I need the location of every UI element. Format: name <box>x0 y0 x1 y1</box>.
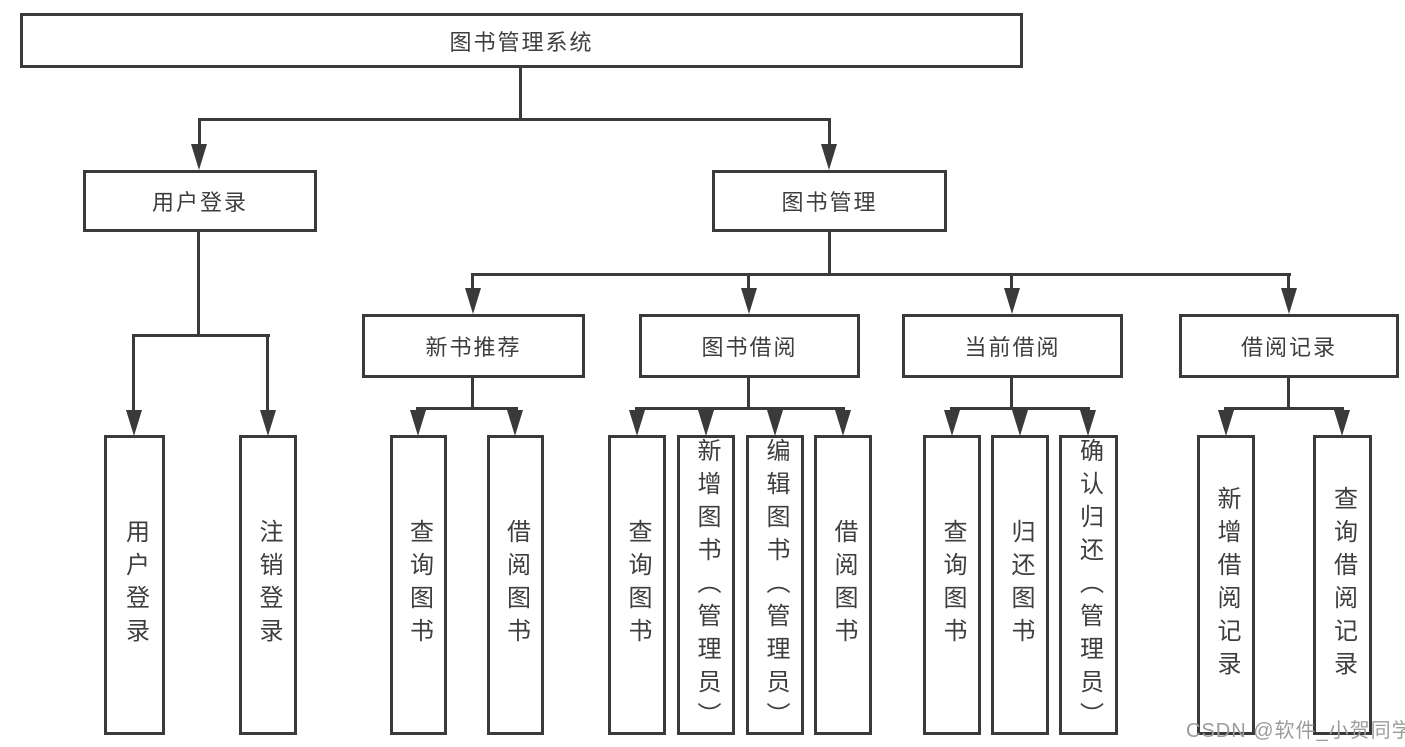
leaf-edit-books-admin: 编辑图书（管理员） <box>746 435 804 735</box>
leaf-query-books-borrow: 查询图书 <box>608 435 666 735</box>
arrow-down-icon <box>629 410 645 436</box>
node-library-management-system: 图书管理系统 <box>20 13 1023 68</box>
arrow-down-icon <box>507 410 523 436</box>
connector-line <box>635 407 845 410</box>
leaf-borrow-books: 借阅图书 <box>814 435 872 735</box>
node-label: 借阅记录 <box>1240 335 1337 360</box>
arrow-down-icon <box>1004 288 1020 314</box>
connector-line <box>471 377 474 409</box>
node-label: 图书管理系统 <box>449 29 594 55</box>
connector-line <box>1287 377 1290 409</box>
leaf-user-login: 用户登录 <box>104 435 165 735</box>
arrow-down-icon <box>410 410 426 436</box>
arrow-down-icon <box>126 410 142 436</box>
connector-line <box>416 407 518 410</box>
connector-line <box>519 66 522 120</box>
connector-line <box>132 334 270 337</box>
arrow-down-icon <box>465 288 481 314</box>
leaf-add-borrow-record: 新增借阅记录 <box>1197 435 1255 735</box>
connector-line <box>266 334 269 412</box>
node-borrow-records: 借阅记录 <box>1179 314 1399 378</box>
node-label: 图书借阅 <box>701 335 798 360</box>
leaf-query-books-current: 查询图书 <box>923 435 981 735</box>
arrow-down-icon <box>767 410 783 436</box>
connector-line <box>198 118 831 121</box>
connector-line <box>828 232 831 275</box>
leaf-borrow-books-recommend: 借阅图书 <box>487 435 544 735</box>
connector-line <box>1010 377 1013 409</box>
connector-line <box>828 118 831 148</box>
arrow-down-icon <box>1334 410 1350 436</box>
node-label: 新书推荐 <box>425 335 522 360</box>
arrow-down-icon <box>835 410 851 436</box>
connector-line <box>1287 273 1290 293</box>
connector-line <box>198 118 201 148</box>
arrow-down-icon <box>260 410 276 436</box>
node-book-management: 图书管理 <box>712 170 947 232</box>
connector-line <box>747 377 750 409</box>
arrow-down-icon <box>191 144 207 170</box>
connector-line <box>471 273 1291 276</box>
leaf-query-books-recommend: 查询图书 <box>390 435 447 735</box>
node-user-login: 用户登录 <box>83 170 317 232</box>
node-label: 用户登录 <box>151 190 248 215</box>
csdn-watermark: CSDN @软件_小贺同学 <box>1186 720 1405 742</box>
node-label: 当前借阅 <box>964 335 1061 360</box>
leaf-logout: 注销登录 <box>239 435 297 735</box>
arrow-down-icon <box>821 144 837 170</box>
arrow-down-icon <box>1218 410 1234 436</box>
leaf-return-books: 归还图书 <box>991 435 1049 735</box>
connector-line <box>471 273 474 293</box>
leaf-query-borrow-record: 查询借阅记录 <box>1313 435 1372 735</box>
node-label: 图书管理 <box>781 190 878 215</box>
node-current-borrow: 当前借阅 <box>902 314 1123 378</box>
arrow-down-icon <box>698 410 714 436</box>
arrow-down-icon <box>1080 410 1096 436</box>
connector-line <box>1224 407 1344 410</box>
leaf-confirm-return-admin: 确认归还（管理员） <box>1059 435 1118 735</box>
node-book-borrow: 图书借阅 <box>639 314 860 378</box>
connector-line <box>197 232 200 336</box>
connector-line <box>1010 273 1013 293</box>
connector-line <box>132 334 135 412</box>
arrow-down-icon <box>1012 410 1028 436</box>
arrow-down-icon <box>1281 288 1297 314</box>
connector-line <box>747 273 750 293</box>
node-new-book-recommend: 新书推荐 <box>362 314 585 378</box>
arrow-down-icon <box>944 410 960 436</box>
leaf-add-books-admin: 新增图书（管理员） <box>677 435 735 735</box>
arrow-down-icon <box>741 288 757 314</box>
